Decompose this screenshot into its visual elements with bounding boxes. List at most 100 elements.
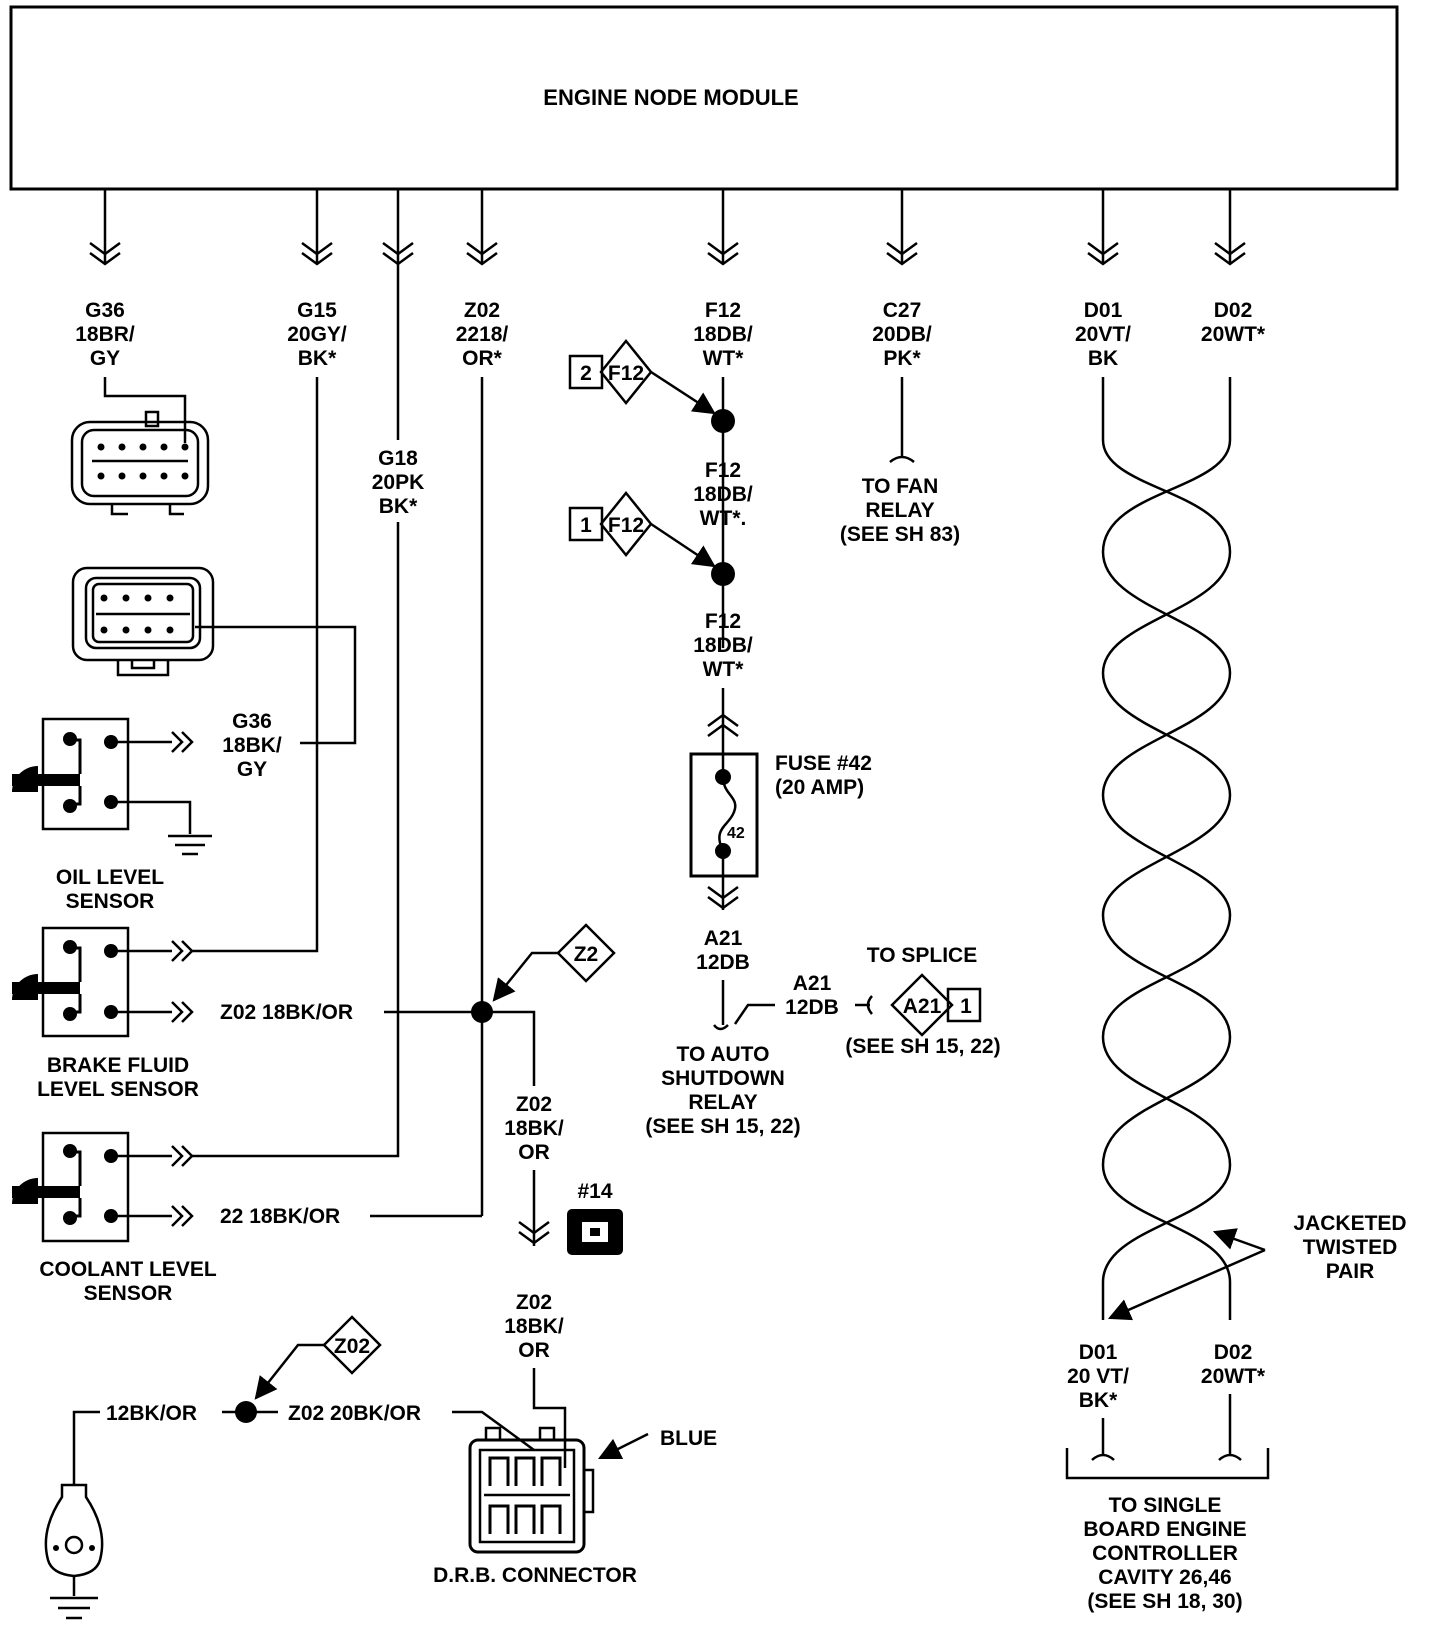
drb-connector: D.R.B. CONNECTOR: [433, 1426, 637, 1587]
drb-label: D.R.B. CONNECTOR: [433, 1564, 637, 1587]
wire-label: G18: [378, 447, 418, 470]
connector-chevron-d02: [1214, 241, 1246, 266]
wire-label: 12DB: [696, 951, 750, 974]
wire-label: D01: [1084, 299, 1123, 322]
wire-label: WT*.: [700, 507, 747, 530]
z02-splice-tag: [322, 1315, 382, 1375]
z2-splice-tag: Z2: [492, 923, 616, 1002]
wire-label: G36: [232, 710, 272, 733]
c27-circuit: TO FAN RELAY (SEE SH 83): [840, 377, 960, 546]
connector-chevron-c27: [886, 241, 918, 266]
fuse-42: 42 FUSE #42 (20 AMP): [689, 752, 872, 910]
fuse-number: 42: [727, 825, 745, 842]
f12-circuit: 2 F12 1 F12 F12 18DB/ WT*. F12 18DB/ WT*: [568, 339, 753, 756]
wire-label: 20GY/: [287, 323, 347, 346]
fuse-label: (20 AMP): [775, 776, 864, 799]
wire-label: 18BK/: [504, 1315, 564, 1338]
coolant-sensor-label: COOLANT LEVEL: [39, 1258, 217, 1281]
svg-text:2: 2: [580, 362, 592, 385]
wire-label: BK*: [1079, 1389, 1118, 1412]
wire-label: 2218/: [456, 323, 509, 346]
fan-relay-label: RELAY: [865, 499, 934, 522]
twisted-pair-label: JACKETED: [1293, 1212, 1406, 1235]
svg-text:1: 1: [580, 514, 592, 537]
sbec-label: (SEE SH 18, 30): [1087, 1590, 1242, 1613]
wire-label: A21: [793, 972, 832, 995]
wire-label: D02: [1214, 299, 1253, 322]
wire-label: WT*: [703, 347, 745, 370]
wire-label: BK*: [379, 495, 418, 518]
to-splice-label: TO SPLICE: [867, 944, 977, 967]
coolant-sensor-label: SENSOR: [84, 1282, 173, 1305]
connector-chevron: [518, 1220, 550, 1245]
wire-label: 20 VT/: [1067, 1365, 1129, 1388]
wire-label: OR*: [462, 347, 503, 370]
wire-label: 20WT*: [1201, 1365, 1266, 1388]
wire-label: BK*: [298, 347, 337, 370]
connector-chevron-d01: [1087, 241, 1119, 266]
connector-chevron-g15: [301, 241, 333, 266]
wire-label: 18BR/: [75, 323, 135, 346]
wire-label: F12: [705, 459, 741, 482]
oil-sensor-label: SENSOR: [66, 890, 155, 913]
wire-label: 18DB/: [693, 483, 753, 506]
ground-splice: 12BK/OR Z02 20BK/OR Z02: [44, 1315, 535, 1620]
wire-label: Z02 20BK/OR: [288, 1402, 421, 1425]
top-wire-labels: G36 18BR/ GY G15 20GY/ BK* Z02 2218/ OR*…: [75, 299, 1266, 370]
sbec-label: BOARD ENGINE: [1083, 1518, 1246, 1541]
svg-text:A21: A21: [903, 995, 942, 1018]
oil-sensor-label: OIL LEVEL: [56, 866, 164, 889]
g15-wire: [192, 377, 319, 953]
sbec-bracket: TO SINGLE BOARD ENGINE CONTROLLER CAVITY…: [1065, 1394, 1270, 1613]
g36-upper-connector: [70, 377, 210, 516]
wire-label: F12: [705, 610, 741, 633]
fuse-label: FUSE #42: [775, 752, 872, 775]
twisted-pair-callout: JACKETED TWISTED PAIR: [1107, 1212, 1407, 1321]
wire-label: 20DB/: [872, 323, 932, 346]
wire-label: Z02 18BK/OR: [220, 1001, 353, 1024]
coolant-level-sensor: COOLANT LEVEL SENSOR: [12, 1131, 217, 1305]
g36-lower-connector: [71, 566, 357, 745]
wire-label: G15: [297, 299, 337, 322]
wire-label: 18DB/: [693, 634, 753, 657]
wire-label: C27: [883, 299, 922, 322]
sbec-label: CONTROLLER: [1092, 1542, 1238, 1565]
wire-label: GY: [90, 347, 120, 370]
brake-sensor-label: LEVEL SENSOR: [37, 1078, 199, 1101]
wire-label: 12BK/OR: [106, 1402, 197, 1425]
wire-label: OR: [518, 1141, 550, 1164]
blue-label: BLUE: [660, 1427, 717, 1450]
connector-chevron-z02: [466, 241, 498, 266]
twisted-pair-label: PAIR: [1326, 1260, 1375, 1283]
wire-label: Z02: [464, 299, 500, 322]
svg-text:1: 1: [960, 995, 972, 1018]
twisted-pair-label: TWISTED: [1303, 1236, 1398, 1259]
wire-label: D01: [1079, 1341, 1118, 1364]
sbec-label: CAVITY 26,46: [1098, 1566, 1231, 1589]
column-wires: [89, 189, 1246, 440]
connector-chevron-g18: [382, 241, 414, 266]
svg-text:F12: F12: [608, 514, 644, 537]
wire-label: G36: [85, 299, 125, 322]
wire-label: 12DB: [785, 996, 839, 1019]
svg-text:Z02: Z02: [334, 1335, 370, 1358]
wire-label: 20WT*: [1201, 323, 1266, 346]
wire-label: 18DB/: [693, 323, 753, 346]
wire-label: 18BK/: [504, 1117, 564, 1140]
asd-relay-label: SHUTDOWN: [661, 1067, 785, 1090]
wire-label: 20PK: [372, 471, 425, 494]
wire-label: 18BK/: [222, 734, 282, 757]
wire-label: WT*: [703, 658, 745, 681]
connector-chevron-f12: [707, 241, 739, 266]
wire-label: F12: [705, 299, 741, 322]
brake-sensor-label: BRAKE FLUID: [47, 1054, 189, 1077]
wire-label: GY: [237, 758, 267, 781]
wire-label: D02: [1214, 1341, 1253, 1364]
asd-relay-label: TO AUTO: [677, 1043, 770, 1066]
a21-splice-tag: TO SPLICE A21 1 (SEE SH 15, 22): [845, 944, 1000, 1058]
svg-text:Z2: Z2: [574, 943, 599, 966]
connector-14-label: #14: [577, 1180, 612, 1203]
engine-node-module: ENGINE NODE MODULE: [9, 5, 1399, 191]
sbec-label: TO SINGLE: [1109, 1494, 1222, 1517]
